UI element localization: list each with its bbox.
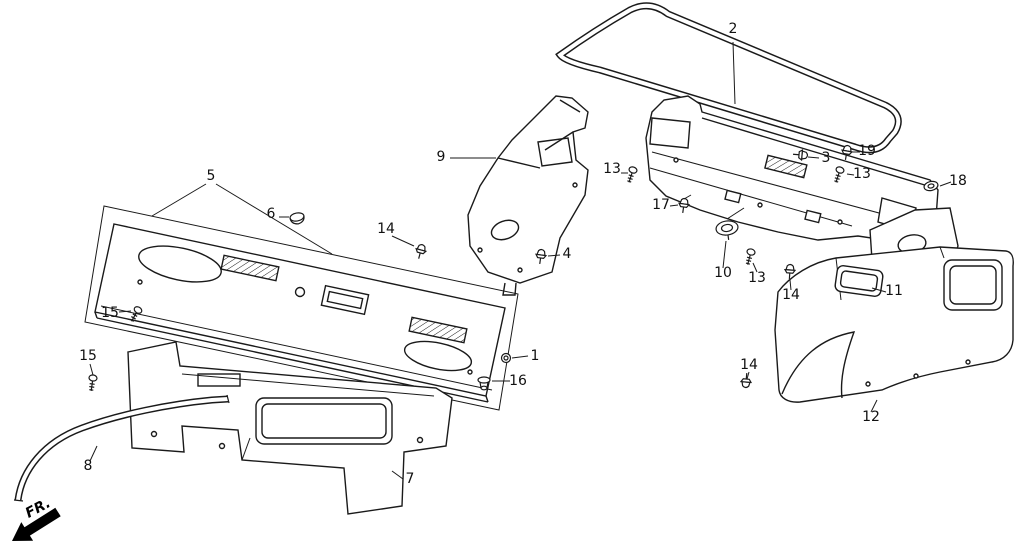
part-label-14-c: 14	[740, 357, 758, 373]
bracket-part-9	[467, 95, 589, 296]
part-label-12: 12	[862, 409, 880, 425]
part-label-19: 19	[858, 143, 876, 159]
part-label-14-b: 14	[782, 287, 800, 303]
side-lining-part-12	[774, 246, 1014, 403]
screw-part-15-b	[86, 373, 98, 393]
part-label-8: 8	[84, 458, 93, 474]
fr-arrow-icon	[12, 507, 61, 541]
screw-part-13-c	[743, 247, 757, 267]
part-label-14-a: 14	[377, 221, 395, 237]
part-label-7: 7	[406, 471, 415, 487]
part-label-15-a: 15	[101, 305, 119, 321]
part-label-13-c: 13	[748, 270, 766, 286]
part-labels: 2 9 5 6 13 3 19 13 18 17 14 4 10 13 14 1…	[79, 21, 967, 487]
pocket-lid-part-11	[834, 265, 884, 297]
part-label-9: 9	[437, 149, 446, 165]
part-label-6: 6	[267, 206, 276, 222]
shelf-callout-box	[84, 205, 519, 411]
part-label-2: 2	[729, 21, 738, 37]
fastener-part-1	[500, 352, 512, 364]
seal-strip-part-8	[13, 394, 230, 502]
part-label-18: 18	[949, 173, 967, 189]
part-label-5: 5	[207, 168, 216, 184]
fr-direction-marker: FR.	[12, 495, 61, 541]
bulkhead-part-7	[127, 341, 453, 515]
part-label-3: 3	[822, 150, 831, 166]
rear-shelf-part-5	[94, 223, 506, 403]
cap-part-6	[288, 211, 306, 226]
clip-part-14-c	[739, 371, 753, 389]
part-label-13-b: 13	[853, 166, 871, 182]
part-label-11: 11	[885, 283, 903, 299]
part-label-10: 10	[714, 265, 732, 281]
grommet-part-10	[714, 218, 741, 243]
part-label-16: 16	[509, 373, 527, 389]
clip-part-14-a	[413, 242, 428, 261]
part-label-1: 1	[531, 348, 540, 364]
rear-panel	[645, 95, 939, 243]
leader-lines	[89, 41, 952, 480]
screw-part-13-a	[624, 165, 639, 185]
part-label-15-b: 15	[79, 348, 97, 364]
part-label-13-a: 13	[603, 161, 621, 177]
part-label-4: 4	[563, 246, 572, 262]
part-label-17: 17	[652, 197, 670, 213]
trunk-seal-part-2	[555, 2, 902, 154]
